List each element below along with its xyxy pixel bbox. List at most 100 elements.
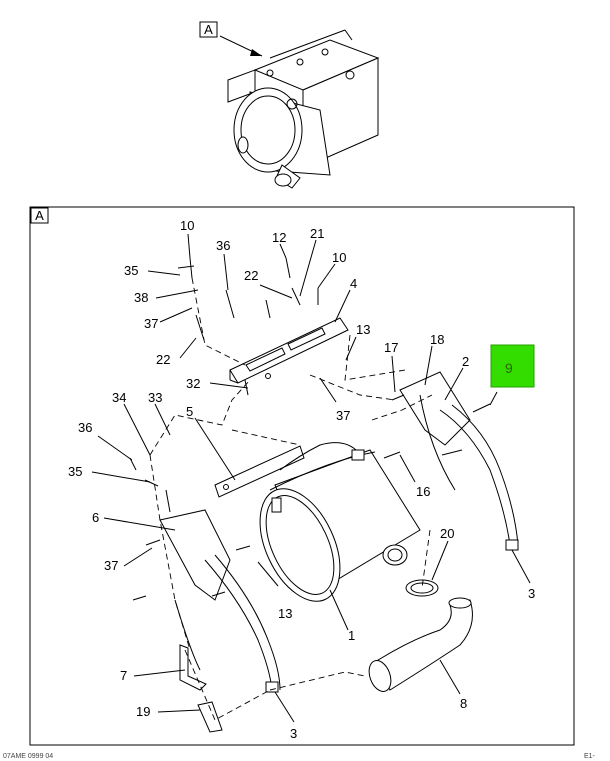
- leader-37c: [123, 547, 153, 567]
- harness-plug: [271, 497, 282, 513]
- leader-32: [209, 382, 249, 389]
- bolt-6b: [235, 545, 251, 551]
- leader-5: [194, 417, 236, 481]
- callout-18[interactable]: 18: [430, 332, 444, 347]
- part-6-bracket: [159, 509, 231, 601]
- leader-38: [155, 289, 199, 299]
- callout-38[interactable]: 38: [134, 290, 148, 305]
- part-20-clamp-inner: [410, 582, 434, 594]
- leader-18: [424, 345, 433, 386]
- part-8-pipe: [374, 599, 473, 691]
- callout-13[interactable]: 13: [278, 606, 292, 621]
- part-5-hole: [223, 484, 229, 490]
- callout-37[interactable]: 37: [104, 558, 118, 573]
- callout-32[interactable]: 32: [186, 376, 200, 391]
- part-7-bracket: [179, 644, 207, 691]
- bolt-17: [391, 394, 405, 401]
- dash-g: [231, 429, 301, 446]
- highlight-callout-9[interactable]: 9: [505, 360, 513, 376]
- part-6-strap-inner: [174, 599, 201, 671]
- highlight-box[interactable]: [490, 344, 535, 388]
- callout-3[interactable]: 3: [528, 586, 535, 601]
- callout-36[interactable]: 36: [78, 420, 92, 435]
- callout-37[interactable]: 37: [336, 408, 350, 423]
- leader-34: [123, 403, 151, 456]
- bolt-12: [285, 257, 291, 279]
- bolt-22b: [291, 287, 301, 306]
- part-2-strap-inner: [419, 394, 456, 491]
- leader-9: [489, 391, 498, 406]
- bolt-35b: [144, 479, 159, 487]
- view-arrow-head: [250, 49, 262, 56]
- bolt-16: [383, 451, 401, 459]
- callout-35[interactable]: 35: [68, 464, 82, 479]
- view-label-box: [199, 21, 218, 38]
- leader-37a: [159, 307, 193, 323]
- callout-3[interactable]: 3: [290, 726, 297, 741]
- callout-16[interactable]: 16: [416, 484, 430, 499]
- callout-33[interactable]: 33: [148, 390, 162, 405]
- callout-21[interactable]: 21: [310, 226, 324, 241]
- callout-2[interactable]: 2: [462, 354, 469, 369]
- overview-bar: [269, 29, 346, 59]
- callout-34[interactable]: 34: [112, 390, 126, 405]
- callout-12[interactable]: 12: [272, 230, 286, 245]
- callout-6[interactable]: 6: [92, 510, 99, 525]
- overview-nipple: [237, 136, 249, 154]
- overview-view: A: [199, 21, 380, 189]
- bolt-right-low: [441, 449, 463, 456]
- part-3-strap-right-b: [451, 404, 519, 546]
- callout-10[interactable]: 10: [332, 250, 346, 265]
- part-3-strap-right-buckle: [505, 539, 519, 551]
- callout-19[interactable]: 19: [136, 704, 150, 719]
- leader-7: [133, 669, 186, 677]
- callout-1[interactable]: 1: [348, 628, 355, 643]
- callout-8[interactable]: 8: [460, 696, 467, 711]
- callout-20[interactable]: 20: [440, 526, 454, 541]
- part-5-bracket: [214, 445, 305, 498]
- callout-13[interactable]: 13: [356, 322, 370, 337]
- part-3-strap-left-buckle: [265, 681, 279, 693]
- leader-6: [103, 517, 176, 531]
- callout-22[interactable]: 22: [244, 268, 258, 283]
- callout-10[interactable]: 10: [180, 218, 194, 233]
- overview-hole-a: [286, 98, 298, 110]
- part-3-strap-left-b: [214, 554, 281, 691]
- bolt-37c: [145, 539, 161, 546]
- dash-i: [371, 394, 433, 421]
- detail-drawing: 1036122110352243837131718222323433537361…: [68, 218, 535, 741]
- callout-17[interactable]: 17: [384, 340, 398, 355]
- leader-3a: [511, 549, 531, 584]
- leader-22b: [179, 337, 197, 359]
- leader-1: [329, 589, 349, 631]
- part-3-strap-right: [439, 409, 511, 546]
- leader-3b: [274, 691, 295, 723]
- leader-36b: [97, 435, 133, 461]
- detail-label-box: [30, 207, 49, 224]
- part-1-outlet-hole: [387, 548, 403, 562]
- part-20-clamp: [405, 579, 439, 597]
- leader-17: [391, 355, 396, 393]
- part-8-pipe-top: [448, 597, 472, 609]
- dash-d: [184, 649, 271, 721]
- leader-16: [399, 454, 416, 483]
- bolt-36b: [129, 457, 137, 471]
- bolt-left-mid: [211, 591, 226, 597]
- callout-5[interactable]: 5: [186, 404, 193, 419]
- bolt-36a: [225, 289, 235, 319]
- overview-outlet-end: [274, 173, 292, 187]
- leader-lines: [91, 233, 531, 723]
- hardware: [129, 257, 491, 601]
- callout-35[interactable]: 35: [124, 263, 138, 278]
- callout-22[interactable]: 22: [156, 352, 170, 367]
- callout-36[interactable]: 36: [216, 238, 230, 253]
- callout-7[interactable]: 7: [120, 668, 127, 683]
- callout-4[interactable]: 4: [350, 276, 357, 291]
- part-4-edge-b: [229, 379, 239, 384]
- callout-37[interactable]: 37: [144, 316, 158, 331]
- leader-10b: [317, 263, 336, 289]
- leader-19: [157, 709, 201, 713]
- leader-21: [299, 239, 317, 297]
- leader-35b: [91, 471, 151, 483]
